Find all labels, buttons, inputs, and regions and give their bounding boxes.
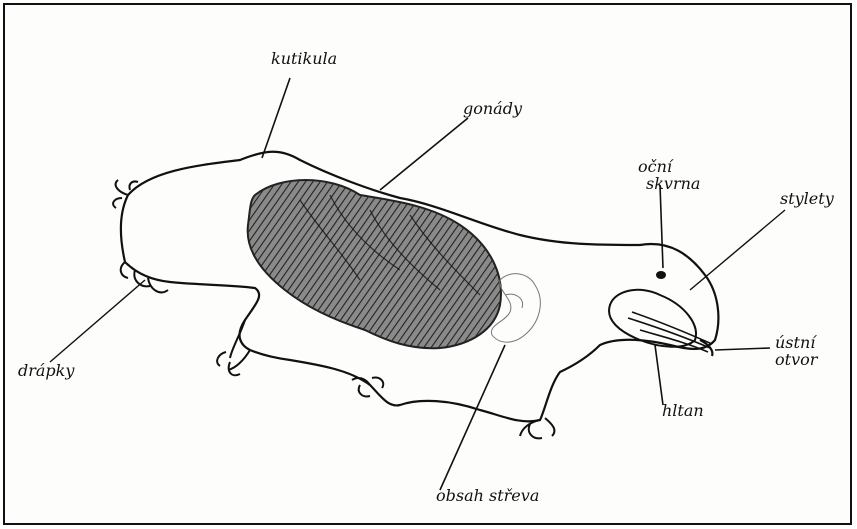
label-ustni-otvor-line2: otvor xyxy=(775,351,817,368)
rear-claw-lower xyxy=(121,262,168,292)
label-ocni-skvrna-line1: oční xyxy=(638,158,700,175)
label-gonady: gonády xyxy=(463,100,522,117)
label-ocni-skvrna: oční skvrna xyxy=(638,158,700,192)
pointer-stylety xyxy=(690,210,785,290)
label-hltan: hltan xyxy=(662,402,704,419)
pointer-kutikula xyxy=(262,78,290,158)
label-obsah-streva: obsah střeva xyxy=(436,487,539,504)
pointer-drapky xyxy=(50,280,145,362)
pointer-gonady xyxy=(380,118,468,190)
gonads xyxy=(248,180,501,348)
label-ocni-skvrna-line2: skvrna xyxy=(638,175,700,192)
label-ustni-otvor: ústní otvor xyxy=(775,334,817,368)
label-drapky: drápky xyxy=(18,362,74,379)
pharynx xyxy=(609,290,696,347)
pointer-hltan xyxy=(655,345,663,405)
label-kutikula: kutikula xyxy=(271,50,337,67)
label-stylety: stylety xyxy=(780,190,834,207)
pointer-obsah-streva xyxy=(440,345,505,490)
label-ustni-otvor-line1: ústní xyxy=(775,334,817,351)
pointer-ocni-skvrna xyxy=(660,185,663,268)
pointer-ustni-otvor xyxy=(715,348,770,350)
eye-spot xyxy=(656,271,666,279)
